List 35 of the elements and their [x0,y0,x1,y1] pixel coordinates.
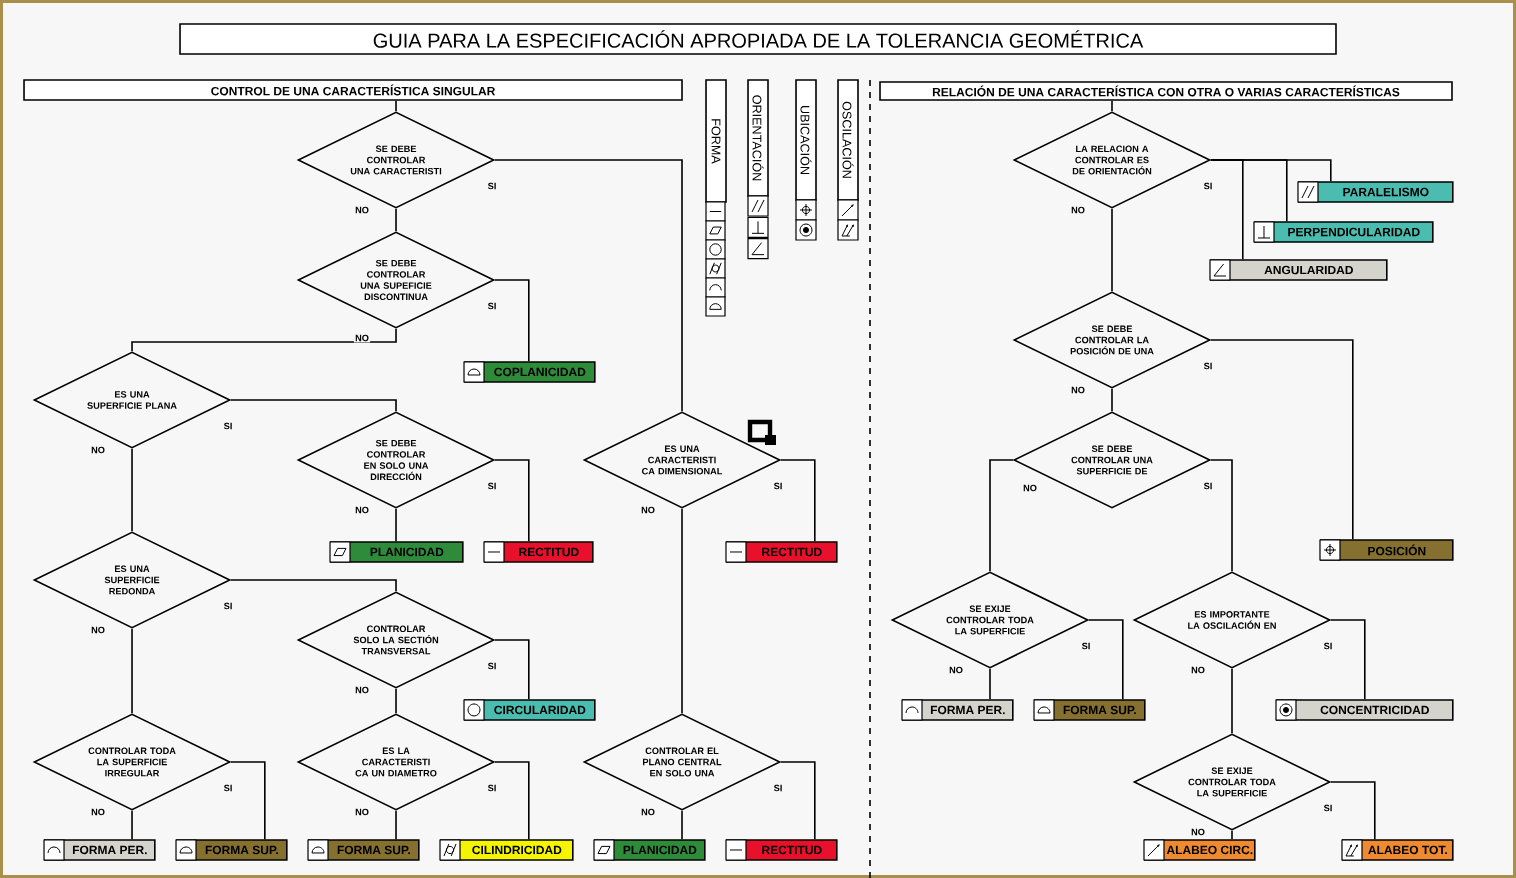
connector-line [494,279,530,362]
connector-line [681,508,683,714]
connector-line [1111,388,1113,412]
connector-line [1330,619,1366,700]
connector-line [230,579,397,592]
connector-line [681,810,683,840]
connector-line [230,761,266,840]
connector-line [131,448,133,532]
connector-line [395,208,397,232]
connector-line [131,810,133,840]
connector-line [395,688,397,714]
connector-line [494,761,530,840]
connector-line [494,639,530,700]
connector-line [780,761,816,840]
connector-line [1210,459,1233,572]
connector-line [395,810,397,840]
connector-line [1231,668,1233,734]
connector-line [1111,208,1113,292]
connector-line [1210,339,1354,540]
connector-line [230,399,397,412]
connector-line [1231,830,1233,840]
connector-line [494,459,530,542]
connector-line [780,459,816,542]
connector-line [131,328,397,352]
connector-line [395,100,397,112]
title-box: GUIA PARA LA ESPECIFICACIÓN APROPIADA DE LA TOLERANCIA GEOMÉTRICA [179,23,1337,55]
connector-line [1111,100,1113,112]
connector-line [1088,619,1124,700]
connector-line [989,459,1014,572]
connector-line [395,508,397,542]
connector-line [1210,159,1244,260]
connector-line [131,628,133,714]
connector-line [1330,781,1376,840]
connector-line [989,668,991,700]
connector-line [494,159,683,412]
